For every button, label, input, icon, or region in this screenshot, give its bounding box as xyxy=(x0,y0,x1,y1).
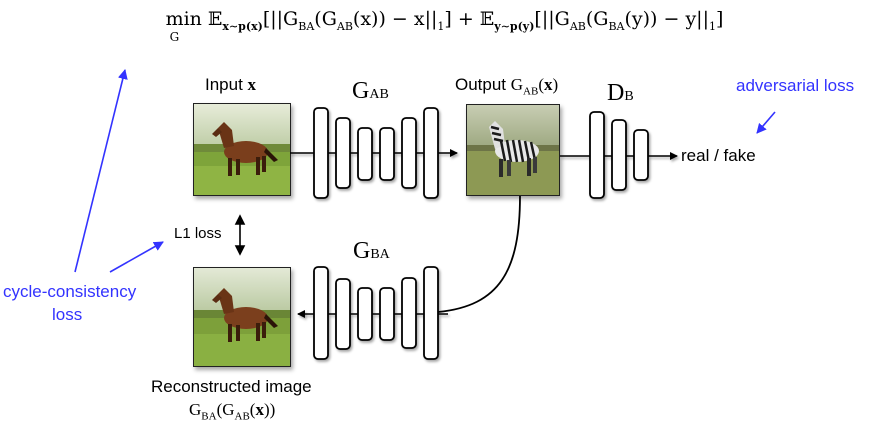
generator-ab xyxy=(290,107,458,199)
adversarial-pointer-arrow xyxy=(756,111,776,134)
generator-ba-title: GBA xyxy=(353,238,390,264)
min-operator: min G xyxy=(165,8,202,44)
generator-ba xyxy=(297,266,448,360)
l1-loss-arrow xyxy=(234,214,246,256)
input-horse-image xyxy=(193,103,291,196)
reconstructed-image-label: Reconstructed image xyxy=(151,377,312,396)
reconstructed-formula: GBA(GAB(x)) xyxy=(189,400,276,423)
cycle-loss-label: loss xyxy=(52,305,83,324)
discriminator-b xyxy=(560,111,678,199)
output-zebra-image xyxy=(466,104,560,196)
real-fake-label: real / fake xyxy=(681,146,756,165)
l1-pointer-arrow xyxy=(109,241,164,273)
reconstructed-horse-image xyxy=(193,267,291,367)
cycle-consistency-label: cycle-consistency xyxy=(3,282,137,301)
input-label: Input x xyxy=(205,75,257,94)
l1-loss-label: L1 loss xyxy=(174,225,222,242)
discriminator-b-title: DB xyxy=(607,80,634,106)
objective-formula: min G 𝔼x∼p(x)[||GBA(GAB(x)) − x||1] + 𝔼y… xyxy=(165,8,724,44)
generator-ab-title: GAB xyxy=(352,78,389,104)
output-label: Output GAB(x) xyxy=(455,75,559,98)
feedback-curve xyxy=(437,195,521,313)
adversarial-loss-label: adversarial loss xyxy=(736,76,855,95)
formula-pointer-arrow xyxy=(74,69,128,273)
